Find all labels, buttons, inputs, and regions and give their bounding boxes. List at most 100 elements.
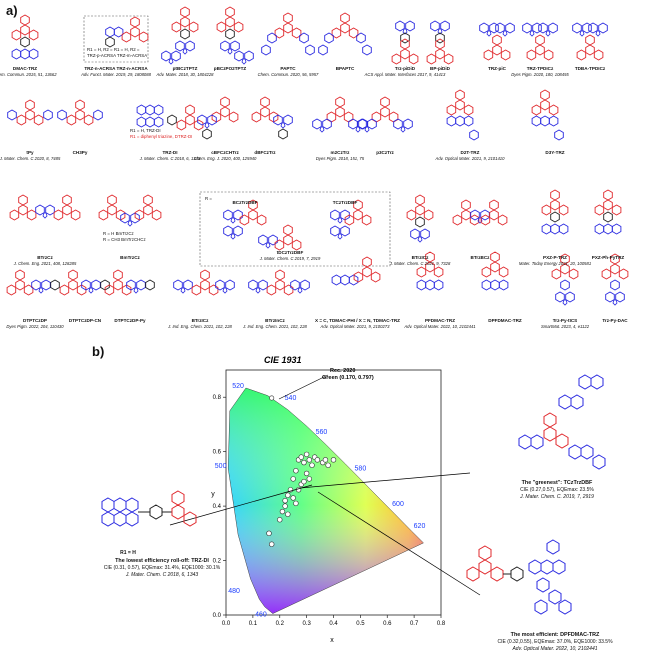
color-gamut xyxy=(228,388,424,614)
wavelength-label: 580 xyxy=(355,466,367,473)
trz-di-structure xyxy=(101,490,197,527)
data-point xyxy=(285,492,291,498)
data-point xyxy=(309,462,315,468)
panel-b-label: b) xyxy=(92,344,105,359)
data-point xyxy=(325,462,331,468)
molecule-name: TDBA-TPDICz xyxy=(574,66,606,71)
row2-note-1: R1 = H, TRZ-DI xyxy=(130,128,161,133)
callout-line-left xyxy=(169,484,313,526)
molecule-name: BTrzICz xyxy=(411,255,429,260)
callout-line-right-bottom xyxy=(317,491,481,596)
x-axis-label: x xyxy=(330,637,334,644)
data-point xyxy=(301,478,307,485)
x-tick-label: 0.2 xyxy=(276,621,285,627)
molecule-name: ptBCzTPTZ xyxy=(172,66,198,71)
row1-box-note-1: R1 = H, R2 = R1 = H, R2 = xyxy=(87,47,140,52)
row2-note-2: R1 = diphenyl triazine, DTRZ-DI xyxy=(130,134,193,139)
rec2020-green: Green (0.170, 0.797) xyxy=(322,375,374,381)
molecule-name: D2T-TRZ xyxy=(460,150,480,155)
data-point xyxy=(269,395,275,401)
molecule-reference: J. Ind. Eng. Chem. 2021, 102, 228 xyxy=(168,324,232,329)
wavelength-label: 540 xyxy=(285,395,297,402)
data-point xyxy=(282,503,288,509)
row3-note-1: R = H BmTrzCz xyxy=(103,231,134,236)
left-callout-line: CIE (0.31, 0.57), EQEmax: 31.4%, EQE1000… xyxy=(103,565,221,571)
data-point xyxy=(268,541,275,547)
right-bottom-callout-name: The most efficient: DPFDMAC-TRZ xyxy=(510,632,600,638)
molecule-reference: Adv. Optical Mater. 2021, 9, 2100273 xyxy=(320,324,390,329)
wavelength-label: 500 xyxy=(215,463,227,470)
molecule-reference: Adv. Optical Mater. 2021, 9, 2101410 xyxy=(435,156,505,161)
molecule-name: PXZ-Ph-PyTRZ xyxy=(591,255,625,260)
rec2020-arrow xyxy=(278,374,329,400)
row2-structures xyxy=(7,90,564,141)
molecule-name: DTPTCzDP-CN xyxy=(68,318,102,323)
molecule-reference: Adv. Optical Mater. 2022, 10, 2102441 xyxy=(404,324,476,329)
molecule-name: TRZ-DI xyxy=(162,150,178,155)
right-top-callout-ref: J. Mater. Chem. C. 2019, 7, 2919 xyxy=(520,494,594,500)
row1-box-note-2: TRZ-p-ACRSA TRZ-m-ACRSA xyxy=(87,53,148,58)
molecule-reference: J. Mater. Chem. C 2021, 9, 7328 xyxy=(389,261,451,266)
left-callout-ref: J. Mater. Chem. C 2018, 6, 1343 xyxy=(125,572,199,578)
wavelength-label: 600 xyxy=(392,501,404,508)
spectral-locus xyxy=(227,387,424,614)
molecule-name: DTPTCzDP-Py xyxy=(114,318,146,323)
left-callout-name: The lowest efficiency roll-off: TRZ-DI xyxy=(115,558,209,564)
molecule-reference: J. Mater. Chem. C 2019, 7, 2919 xyxy=(259,256,321,261)
molecule-reference: J. Mater. Chem. C 2018, 6, 1343 xyxy=(139,156,201,161)
data-point xyxy=(277,517,283,523)
row1-structures xyxy=(12,7,607,64)
panel-a-structures xyxy=(0,0,650,330)
row3-structures xyxy=(10,190,621,267)
molecule-name: cBFCzCHTrz xyxy=(211,150,239,155)
x-tick-label: 0.6 xyxy=(383,621,392,627)
x-tick-label: 0.4 xyxy=(329,621,338,627)
molecule-name: PFDMAC-TRZ xyxy=(424,318,456,323)
tcztrzdbf-structure xyxy=(518,374,606,470)
y-axis-label: y xyxy=(211,491,215,498)
data-point xyxy=(303,451,310,458)
x-tick-label: 0.8 xyxy=(437,621,446,627)
data-point xyxy=(290,476,296,482)
x-tick-label: 0.7 xyxy=(410,621,419,627)
molecule-reference: Chem. Eng. J. 2020, 400, 125940 xyxy=(193,156,257,161)
x-tick-label: 0.0 xyxy=(222,621,231,627)
molecule-reference: J. Chem. Eng. 2021, 408, 128285 xyxy=(13,261,77,266)
data-point xyxy=(293,468,299,474)
data-point xyxy=(301,459,307,466)
molecule-name: BTrzCz xyxy=(37,255,53,260)
rec2020-label: Rec. 2020 xyxy=(330,368,355,374)
molecule-reference: Adv. Mater. 2018, 30, 1804228 xyxy=(156,72,214,77)
molecule-reference: Adv. Funct. Mater. 2019, 29, 1808088 xyxy=(81,72,151,77)
molecule-name: BTrzInCz xyxy=(265,318,285,323)
data-point xyxy=(266,530,272,537)
y-tick-label: 0.0 xyxy=(213,613,222,619)
right-bottom-callout-ref: Adv. Optical Mater. 2022, 10, 2102441 xyxy=(512,646,598,652)
right-top-callout-line: CIE (0.27,0.57), EQEmax: 23.5% xyxy=(520,487,594,493)
y-tick-label: 0.4 xyxy=(213,504,222,510)
wavelength-label: 560 xyxy=(316,429,328,436)
molecule-reference: ACS Appl. Mater. Interfaces 2017, 9, 414… xyxy=(364,72,446,77)
data-point xyxy=(298,454,304,460)
molecule-name: m2CzTrz xyxy=(330,150,350,155)
molecule-reference: J. Mater. Chem. C 2020, 8, 7485 xyxy=(0,156,61,161)
row3-box-note: R = xyxy=(205,196,212,201)
panel-a-label: a) xyxy=(6,3,18,18)
molecule-name: pBCzPO2TPTZ xyxy=(213,66,247,71)
data-point xyxy=(303,470,310,477)
molecule-name: DTPTCzDP xyxy=(23,318,47,323)
wavelength-label: 620 xyxy=(414,523,426,530)
molecule-name: TCzTrzDBF xyxy=(332,200,358,205)
molecule-name: BTrzICz xyxy=(191,318,209,323)
data-point xyxy=(290,495,296,501)
molecule-name: BPAPTC xyxy=(335,66,355,71)
data-point xyxy=(279,508,286,515)
y-tick-label: 0.2 xyxy=(213,559,222,565)
molecule-reference: SmartMat. 2023, 4, e1122 xyxy=(540,324,590,329)
x-tick-label: 0.1 xyxy=(249,621,258,627)
data-point xyxy=(322,457,329,463)
molecule-reference: Dyes Pigm. 2018, 151, 75 xyxy=(315,156,365,161)
right-top-callout-name: The "greenest": TCzTrzDBF xyxy=(521,480,593,486)
molecule-reference: Chem. Commun. 2015, 51, 13662 xyxy=(0,72,57,77)
